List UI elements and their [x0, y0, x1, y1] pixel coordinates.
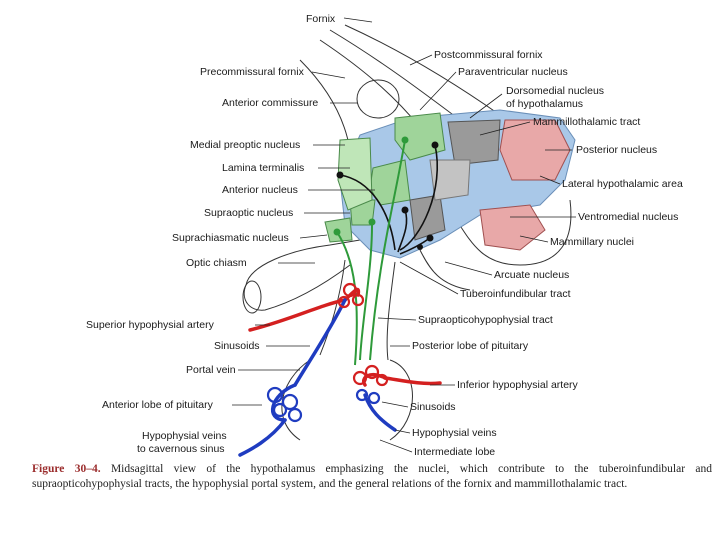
label-arcuate-nucleus: Arcuate nucleus	[494, 269, 569, 281]
label-paraventricular-nucleus: Paraventricular nucleus	[458, 66, 568, 78]
label-precommissural-fornix: Precommissural fornix	[200, 66, 305, 78]
capillary-plexus-posterior	[352, 364, 389, 387]
label-posterior-lobe: Posterior lobe of pituitary	[412, 340, 529, 352]
label-dorsomedial-nucleus-2: of hypothalamus	[506, 98, 583, 110]
pituitary	[281, 259, 413, 441]
label-lamina-terminalis: Lamina terminalis	[222, 162, 304, 174]
label-tuberoinfundibular-tract: Tuberoinfundibular tract	[460, 288, 571, 300]
label-supraoptic-nucleus: Supraoptic nucleus	[204, 207, 293, 219]
anatomy-outlines	[242, 24, 572, 314]
label-anterior-nucleus: Anterior nucleus	[222, 184, 298, 196]
label-sinusoids-left: Sinusoids	[214, 340, 260, 352]
labels: Fornix Postcommissural fornix Precommiss…	[86, 13, 683, 458]
label-optic-chiasm: Optic chiasm	[186, 257, 247, 269]
capillary-plexus-posterior-veins	[355, 388, 381, 405]
label-ventromedial-nucleus: Ventromedial nucleus	[578, 211, 678, 223]
capillary-plexus-upper	[337, 282, 365, 309]
figure-number: Figure 30–4.	[32, 463, 101, 475]
gray-nuclei	[409, 119, 501, 241]
capillary-plexus-anterior	[266, 386, 303, 423]
leader-lines	[232, 17, 576, 453]
label-posterior-nucleus: Posterior nucleus	[576, 144, 657, 156]
green-tract-dots	[333, 136, 409, 236]
arteries	[248, 287, 442, 387]
nuclear-cell-dots	[336, 141, 439, 250]
label-mammillary-nuclei: Mammillary nuclei	[550, 236, 634, 248]
figure-caption: Figure 30–4. Midsagittal view of the hyp…	[32, 462, 712, 492]
label-lateral-hypothalamic-area: Lateral hypothalamic area	[562, 178, 683, 190]
label-mammillothalamic-tract: Mammillothalamic tract	[533, 116, 640, 128]
label-superior-hypophysial-artery: Superior hypophysial artery	[86, 319, 215, 331]
label-anterior-lobe: Anterior lobe of pituitary	[102, 399, 214, 411]
label-hypophysial-veins-left-1: Hypophysial veins	[142, 430, 227, 442]
label-hypophysial-veins-right: Hypophysial veins	[412, 427, 497, 439]
label-suprachiasmatic-nucleus: Suprachiasmatic nucleus	[172, 232, 289, 244]
label-intermediate-lobe: Intermediate lobe	[414, 446, 495, 458]
label-supraopticohypophysial-tract: Supraopticohypophysial tract	[418, 314, 553, 326]
label-dorsomedial-nucleus-1: Dorsomedial nucleus	[506, 85, 604, 97]
caption-text: Midsagittal view of the hypothalamus emp…	[32, 463, 712, 490]
label-fornix: Fornix	[306, 13, 336, 25]
label-hypophysial-veins-left-2: to cavernous sinus	[137, 443, 225, 455]
anterior-commissure-shape	[356, 79, 400, 119]
label-postcommissural-fornix: Postcommissural fornix	[434, 49, 543, 61]
label-portal-vein: Portal vein	[186, 364, 236, 376]
pink-nuclei	[479, 119, 571, 251]
label-inferior-hypophysial-artery: Inferior hypophysial artery	[457, 379, 579, 391]
label-sinusoids-right: Sinusoids	[410, 401, 456, 413]
label-medial-preoptic-nucleus: Medial preoptic nucleus	[190, 139, 300, 151]
label-anterior-commissure: Anterior commissure	[222, 97, 318, 109]
